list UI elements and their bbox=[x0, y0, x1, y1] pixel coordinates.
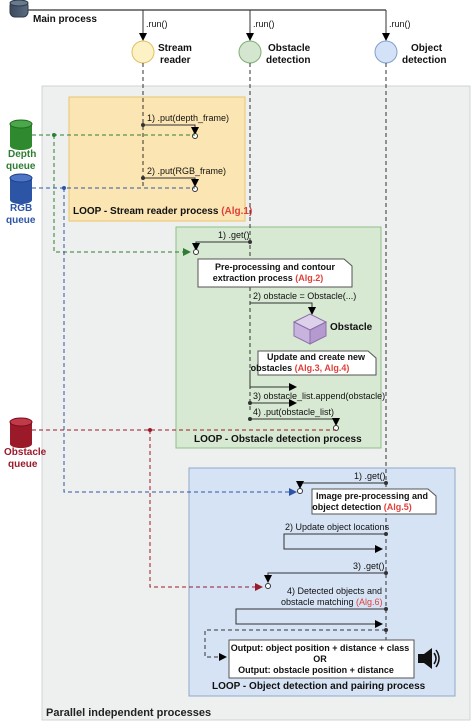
object-update-locations: 2) Update object locations bbox=[285, 522, 390, 532]
output-text: Output: object position + distance + cla… bbox=[231, 643, 410, 675]
obstacle-queue-cylinder bbox=[9, 417, 33, 448]
obstacle-detection-node bbox=[238, 40, 262, 64]
stream-step-1: 1) .put(depth_frame) bbox=[147, 113, 229, 123]
image-preprocess-note bbox=[311, 488, 437, 515]
obstacle-object-label: Obstacle bbox=[330, 322, 373, 333]
object-detection-node bbox=[374, 40, 398, 64]
obstacle-step-2: 2) obstacle = Obstacle(...) bbox=[253, 291, 356, 301]
obstacle-loop-title: LOOP - Obstacle detection process bbox=[194, 434, 362, 445]
obstacle-step-3: 3) obstacle_list.append(obstacle) bbox=[253, 391, 385, 401]
stream-step-2: 2) .put(RGB_frame) bbox=[147, 166, 226, 176]
depth-queue-cylinder bbox=[9, 119, 33, 150]
stream-loop-box bbox=[68, 96, 246, 222]
run-label-object: .run() bbox=[389, 19, 411, 29]
object-loop-title: LOOP - Object detection and pairing proc… bbox=[212, 681, 426, 692]
parallel-label: Parallel independent processes bbox=[46, 707, 211, 719]
run-label-obstacle: .run() bbox=[253, 19, 275, 29]
stream-reader-node bbox=[131, 40, 155, 64]
object-get-3: 3) .get() bbox=[353, 561, 385, 571]
stream-loop-title: LOOP - Stream reader process (Alg.1) bbox=[73, 206, 252, 217]
output-box bbox=[228, 639, 415, 679]
obstacle-step-4: 4) .put(obstacle_list) bbox=[253, 407, 334, 417]
main-process-label: Main process bbox=[33, 14, 97, 25]
run-label-stream: .run() bbox=[146, 19, 168, 29]
obstacle-get: 1) .get() bbox=[218, 230, 250, 240]
preprocess-note bbox=[197, 258, 353, 288]
speaker-icon bbox=[418, 648, 440, 669]
obstacle-cube-icon bbox=[292, 313, 328, 345]
rgb-queue-cylinder bbox=[9, 173, 33, 204]
update-note bbox=[257, 350, 377, 376]
object-get-1: 1) .get() bbox=[354, 471, 386, 481]
